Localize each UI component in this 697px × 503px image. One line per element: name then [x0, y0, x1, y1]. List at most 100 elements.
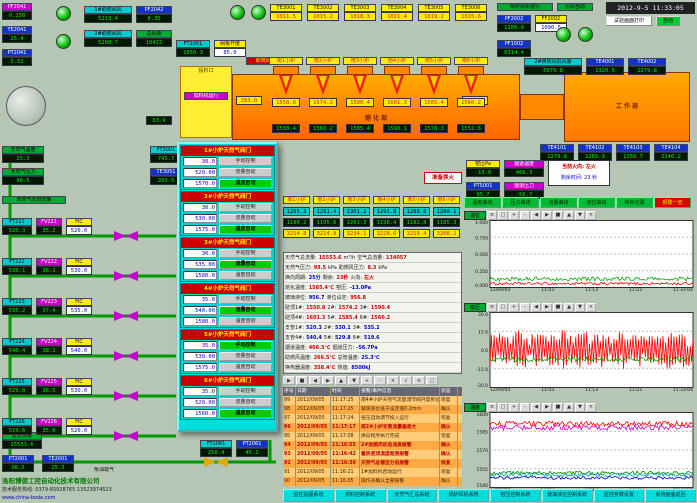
chart-tool-icon[interactable]: ≡ [487, 302, 497, 312]
temp-auto-button[interactable]: 温度自动 [219, 409, 272, 418]
setpoint-value[interactable]: 530.00 [183, 214, 217, 223]
log-tool-icon[interactable]: ▶ [322, 376, 334, 385]
chart-tool-icon[interactable]: ◀ [531, 402, 541, 412]
setpoint-value[interactable]: 540.00 [183, 306, 217, 315]
setpoint-value[interactable]: 35.0 [183, 387, 217, 396]
manual-mode-button[interactable]: 手动控制 [219, 157, 272, 166]
setpoint-value[interactable]: 520.00 [183, 168, 217, 177]
chart-tool-icon[interactable]: ▶ [542, 302, 552, 312]
log-tool-icon[interactable]: - [374, 376, 386, 385]
chart-select-button[interactable]: 流量曲线 [540, 197, 577, 208]
manual-mode-button[interactable]: 手动控制 [219, 203, 272, 212]
chart-tool-icon[interactable]: ◀ [531, 302, 541, 312]
chart-tool-icon[interactable]: ≡ [487, 210, 497, 220]
chart-tool-icon[interactable]: ▼ [575, 402, 585, 412]
log-tool-icon[interactable]: √ [400, 376, 412, 385]
chart-tool-icon[interactable]: ■ [553, 302, 563, 312]
setpoint-value[interactable]: 30.0 [183, 203, 217, 212]
temp-auto-button[interactable]: 温度自动 [219, 271, 272, 280]
chart-tool-icon[interactable]: ■ [553, 402, 563, 412]
setpoint-value[interactable]: 35.0 [183, 341, 217, 350]
misc-button[interactable]: 自动 [656, 16, 680, 26]
chart-tool-icon[interactable]: - [520, 210, 530, 220]
setpoint-value[interactable]: 535.00 [183, 260, 217, 269]
temp-auto-button[interactable]: 温度自动 [219, 179, 272, 188]
log-tool-icon[interactable]: ▲ [335, 376, 347, 385]
chart-tool-icon[interactable]: - [520, 402, 530, 412]
log-tool-icon[interactable]: □ [426, 376, 438, 385]
setpoint-value[interactable]: 1575.0 [183, 225, 217, 234]
log-tool-icon[interactable]: ▶ [283, 376, 295, 385]
flow-auto-button[interactable]: 流量自动 [219, 260, 272, 269]
chart-select-button[interactable]: 液位曲线 [578, 197, 615, 208]
setpoint-value[interactable]: 1580.0 [183, 271, 217, 280]
flow-auto-button[interactable]: 流量自动 [219, 306, 272, 315]
footer-nav-button[interactable]: 天然气汇总系统 [386, 489, 438, 502]
setpoint-value[interactable]: 530.00 [183, 352, 217, 361]
log-tool-icon[interactable]: + [361, 376, 373, 385]
log-tool-icon[interactable]: ■ [296, 376, 308, 385]
footer-nav-button[interactable]: 玻璃液位控制系统 [541, 489, 593, 502]
chart-tool-icon[interactable]: ▲ [564, 402, 574, 412]
chart-tool-icon[interactable]: ■ [553, 210, 563, 220]
chart-select-button[interactable]: 报警一览 [654, 197, 691, 208]
temp-auto-button[interactable]: 温度自动 [219, 363, 272, 372]
log-tool-icon[interactable]: ▼ [348, 376, 360, 385]
chart-tool-icon[interactable]: ◀ [531, 210, 541, 220]
chart-tool-icon[interactable]: × [586, 302, 596, 312]
manual-mode-button[interactable]: 手动控制 [219, 387, 272, 396]
chart-tool-icon[interactable]: ▲ [564, 302, 574, 312]
chart-tool-icon[interactable]: ≡ [487, 402, 497, 412]
chart-tool-icon[interactable]: □ [498, 210, 508, 220]
setpoint-value[interactable]: 35.0 [183, 295, 217, 304]
footer-nav-button[interactable]: 监控参数设置 [593, 489, 645, 502]
log-tool-icon[interactable]: ≡ [413, 376, 425, 385]
chart-tool-icon[interactable]: □ [498, 402, 508, 412]
log-tool-icon[interactable]: ◀ [309, 376, 321, 385]
flow-auto-button[interactable]: 流量自动 [219, 214, 272, 223]
footer-nav-button[interactable]: 窑压控制系统 [490, 489, 541, 502]
chart-tool-icon[interactable]: × [586, 402, 596, 412]
manual-mode-button[interactable]: 手动控制 [219, 249, 272, 258]
temp-auto-button[interactable]: 温度自动 [219, 225, 272, 234]
footer-nav-button[interactable]: 燃料控制系统 [334, 489, 386, 502]
chart-tool-icon[interactable]: ▲ [564, 210, 574, 220]
setpoint-value[interactable]: 30.0 [183, 157, 217, 166]
chart-tool-icon[interactable]: × [586, 210, 596, 220]
setpoint-value[interactable]: 1570.0 [183, 179, 217, 188]
chart-tool-icon[interactable]: + [509, 210, 519, 220]
chart-tool-icon[interactable]: □ [498, 302, 508, 312]
setpoint-value[interactable]: 1575.0 [183, 363, 217, 372]
chart-select-button[interactable]: 温度曲线 [464, 197, 501, 208]
temp-auto-button[interactable]: 温度自动 [219, 317, 272, 326]
chart-tool-icon[interactable]: + [509, 402, 519, 412]
manual-mode-button[interactable]: 手动控制 [219, 341, 272, 350]
flow-auto-button[interactable]: 流量自动 [219, 398, 272, 407]
misc-button[interactable]: 试验画面打印 [606, 16, 652, 26]
log-tool-icon[interactable]: × [387, 376, 399, 385]
chart-tool-icon[interactable]: ▼ [575, 210, 585, 220]
setpoint-value[interactable]: 1560.0 [183, 409, 217, 418]
footer-nav-button[interactable]: 系统画面返回 [645, 489, 696, 502]
setpoint-value[interactable]: 520.00 [183, 398, 217, 407]
setpoint-value[interactable]: 30.0 [183, 249, 217, 258]
chart-select-button[interactable]: 压力曲线 [502, 197, 539, 208]
setpoint-value[interactable]: 1580.0 [183, 317, 217, 326]
chart-tool-icon[interactable]: - [520, 302, 530, 312]
chart-tool-icon[interactable]: ▶ [542, 402, 552, 412]
chart-tool-icon[interactable]: ▼ [575, 302, 585, 312]
flow-auto-button[interactable]: 流量自动 [219, 352, 272, 361]
footer-nav-button[interactable]: 监控总图系统 [283, 489, 334, 502]
footer-nav-button[interactable]: 锅炉风机系统 [438, 489, 489, 502]
chart-tool-icon[interactable]: ▶ [542, 210, 552, 220]
